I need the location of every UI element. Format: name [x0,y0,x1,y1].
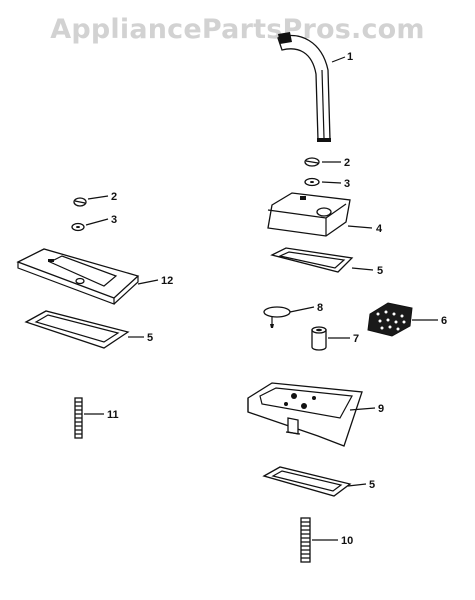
callout-11: 11 [107,409,119,421]
callout-2-left: 2 [111,191,117,203]
part-gasket-lower-right [262,466,352,497]
part-pipe [277,32,331,142]
part-threaded-rod-left [74,397,83,439]
part-gasket-left [24,310,130,349]
callout-9: 9 [378,403,384,415]
callout-3-right: 3 [344,178,350,190]
part-base-plate [247,382,363,447]
part-cylinder [311,326,327,351]
part-cap [263,306,291,328]
part-mounting-plate-left [16,248,140,305]
callout-10: 10 [341,535,353,547]
callout-6: 6 [441,315,447,327]
part-threaded-rod-right [300,517,311,563]
part-screw-left [73,197,87,207]
part-cover-housing [267,192,351,237]
callout-5-left: 5 [147,332,153,344]
part-filter-block [367,302,413,337]
watermark-text: AppliancePartsPros.com [50,14,425,45]
part-gasket-upper-right [270,247,354,273]
callout-7: 7 [353,333,359,345]
callout-3-left: 3 [111,214,117,226]
callout-2-right: 2 [344,157,350,169]
part-washer-right [304,177,320,187]
callout-5-upper-right: 5 [377,265,383,277]
callout-1: 1 [347,51,353,63]
callout-8: 8 [317,302,323,314]
part-washer-left [71,222,85,232]
callout-5-lower-right: 5 [369,479,375,491]
part-screw-right [304,157,320,167]
callout-12: 12 [161,275,173,287]
callout-4: 4 [376,223,383,235]
